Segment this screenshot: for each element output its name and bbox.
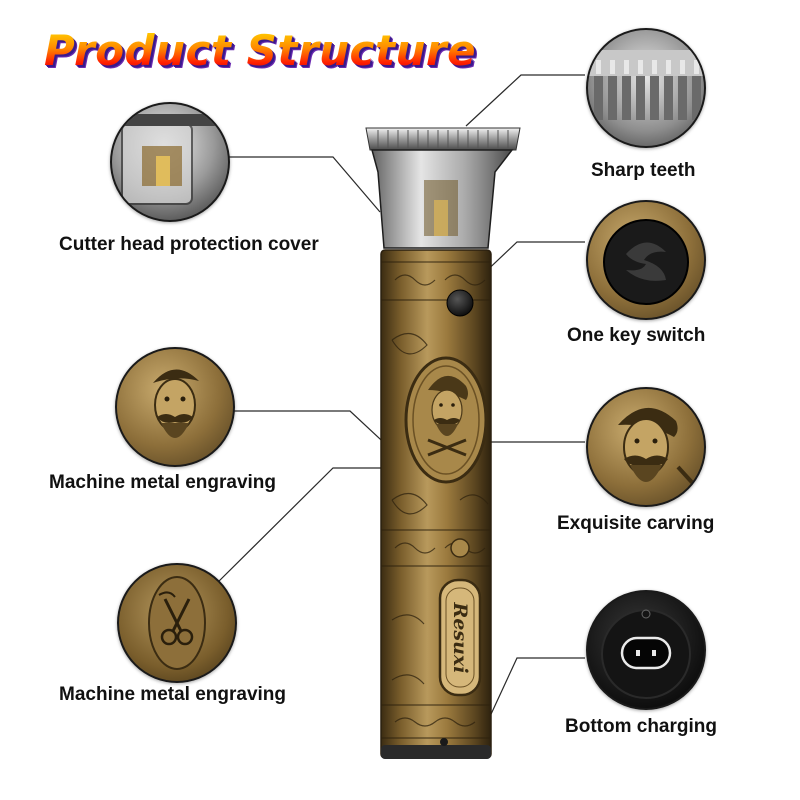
label-cutter-cover: Cutter head protection cover xyxy=(59,234,319,255)
detail-cutter-cover xyxy=(110,102,230,222)
leader-line-cutter-cover xyxy=(226,156,381,213)
detail-sharp-teeth xyxy=(586,28,706,148)
label-engraving-top: Machine metal engraving xyxy=(49,472,277,493)
engraved-medallion xyxy=(404,356,488,484)
blade-head xyxy=(365,127,521,151)
label-bottom-charging: Bottom charging xyxy=(565,716,717,737)
leader-line-sharp-teeth xyxy=(465,74,585,127)
page-title: Product Structure xyxy=(44,26,477,75)
label-sharp-teeth: Sharp teeth xyxy=(591,160,696,181)
brand-logo-text: Resuxi xyxy=(449,602,471,674)
brand-plate xyxy=(438,578,482,697)
leader-line-charging xyxy=(479,657,585,739)
detail-bottom-charging xyxy=(586,590,706,710)
detail-engraving-bottom xyxy=(117,563,237,683)
detail-engraving-top xyxy=(115,347,235,467)
label-one-key-switch: One key switch xyxy=(567,325,706,346)
detail-exquisite-carving xyxy=(586,387,706,507)
label-exquisite-carving: Exquisite carving xyxy=(557,513,715,534)
detail-one-key-switch xyxy=(586,200,706,320)
leader-line-engraving-bottom xyxy=(209,467,385,591)
label-engraving-bottom: Machine metal engraving xyxy=(59,684,287,705)
power-button xyxy=(446,289,474,317)
